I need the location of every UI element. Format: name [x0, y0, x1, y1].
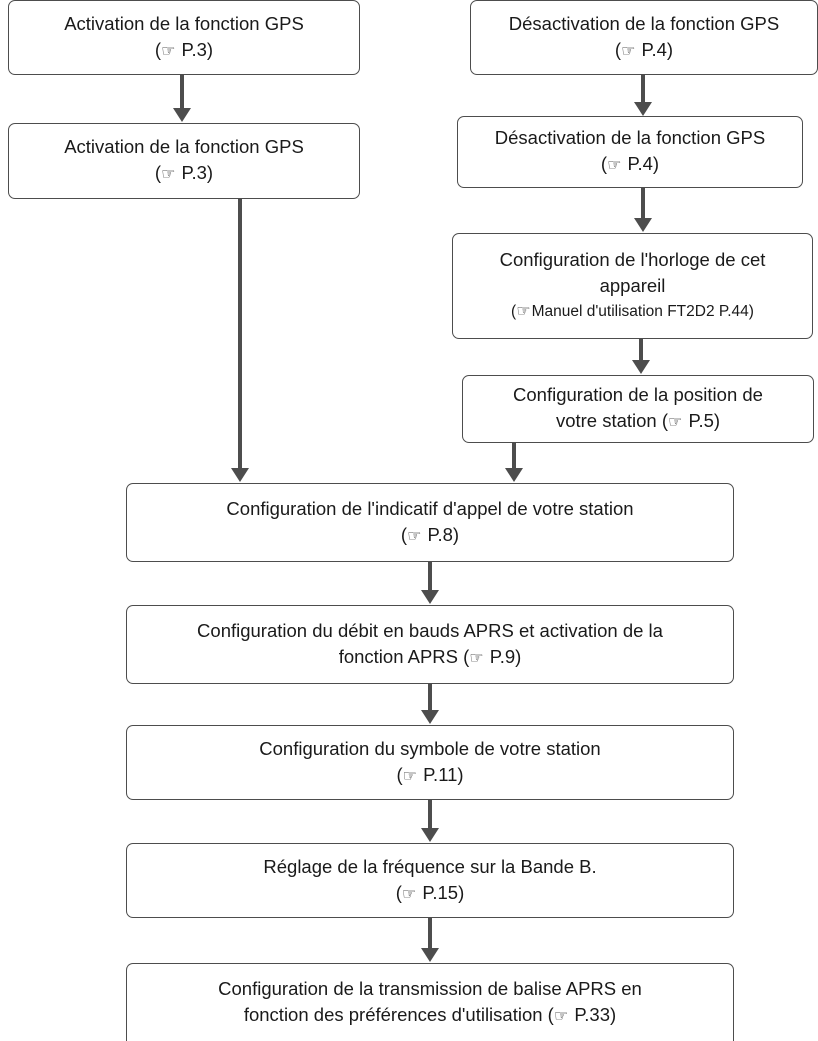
step-box-band-b-frequency: Réglage de la fréquence sur la Bande B. …: [126, 843, 734, 918]
arrowhead: [421, 828, 439, 842]
step-title-line2: appareil: [599, 275, 666, 296]
arrowhead: [231, 468, 249, 482]
page-reference: (☞ P.3): [155, 37, 213, 65]
step-title: Configuration de la position de: [513, 384, 763, 405]
step-box-gps-deactivation-1: Désactivation de la fonction GPS (☞ P.4): [470, 0, 818, 75]
arrowhead: [632, 360, 650, 374]
pointing-hand-icon: ☞: [621, 42, 636, 60]
arrowhead: [505, 468, 523, 482]
step-box-callsign: Configuration de l'indicatif d'appel de …: [126, 483, 734, 562]
pointing-hand-icon: ☞: [407, 527, 422, 545]
page-reference: (☞ P.11): [396, 762, 463, 790]
pointing-hand-icon: ☞: [668, 414, 683, 431]
arrowhead: [421, 948, 439, 962]
step-box-gps-activation-1: Activation de la fonction GPS (☞ P.3): [8, 0, 360, 75]
pointing-hand-icon: ☞: [553, 1007, 569, 1025]
page-reference: (☞ P.4): [615, 37, 673, 65]
step-title: Désactivation de la fonction GPS: [494, 127, 766, 148]
step-title: Configuration de l'indicatif d'appel de …: [226, 497, 634, 519]
page-reference: (☞ P.8): [401, 522, 459, 550]
step-title: Activation de la fonction GPS: [64, 12, 304, 34]
pointing-hand-icon: ☞: [402, 767, 417, 785]
step-title: Configuration du débit en bauds APRS et …: [197, 619, 663, 641]
page-reference: votre station (☞ P.5): [556, 408, 720, 436]
arrowhead: [421, 710, 439, 724]
arrowhead: [421, 590, 439, 604]
step-box-aprs-beacon: Configuration de la transmission de bali…: [126, 963, 734, 1041]
pointing-hand-icon: ☞: [516, 303, 531, 320]
step-box-station-symbol: Configuration du symbole de votre statio…: [126, 725, 734, 800]
page-reference: fonction APRS (☞ P.9): [339, 644, 522, 672]
page-reference: fonction des préférences d'utilisation (…: [244, 1002, 616, 1030]
pointing-hand-icon: ☞: [607, 157, 622, 174]
step-title: Activation de la fonction GPS: [64, 136, 304, 157]
step-title: Configuration du symbole de votre statio…: [259, 737, 601, 759]
pointing-hand-icon: ☞: [401, 885, 417, 903]
step-box-aprs-baud-rate: Configuration du débit en bauds APRS et …: [126, 605, 734, 684]
step-title: Réglage de la fréquence sur la Bande B.: [263, 855, 597, 877]
step-title: Désactivation de la fonction GPS: [508, 12, 780, 34]
arrowhead: [634, 102, 652, 116]
page-reference: (☞ P.15): [396, 880, 465, 908]
arrowhead: [173, 108, 191, 122]
page-reference: (☞ P.3): [155, 160, 213, 188]
step-box-station-position: Configuration de la position de votre st…: [462, 375, 814, 443]
step-title: Configuration de la transmission de bali…: [218, 977, 642, 999]
pointing-hand-icon: ☞: [469, 649, 484, 667]
pointing-hand-icon: ☞: [161, 166, 176, 183]
step-title: Configuration de l'horloge de cet: [499, 249, 766, 270]
pointing-hand-icon: ☞: [161, 42, 176, 60]
step-box-gps-deactivation-2: Désactivation de la fonction GPS (☞ P.4): [457, 116, 803, 188]
step-box-clock-config: Configuration de l'horloge de cet appare…: [452, 233, 813, 339]
step-box-gps-activation-2: Activation de la fonction GPS (☞ P.3): [8, 123, 360, 199]
page-reference: (☞Manuel d'utilisation FT2D2 P.44): [511, 299, 754, 325]
page-reference: (☞ P.4): [601, 151, 659, 179]
arrowhead: [634, 218, 652, 232]
